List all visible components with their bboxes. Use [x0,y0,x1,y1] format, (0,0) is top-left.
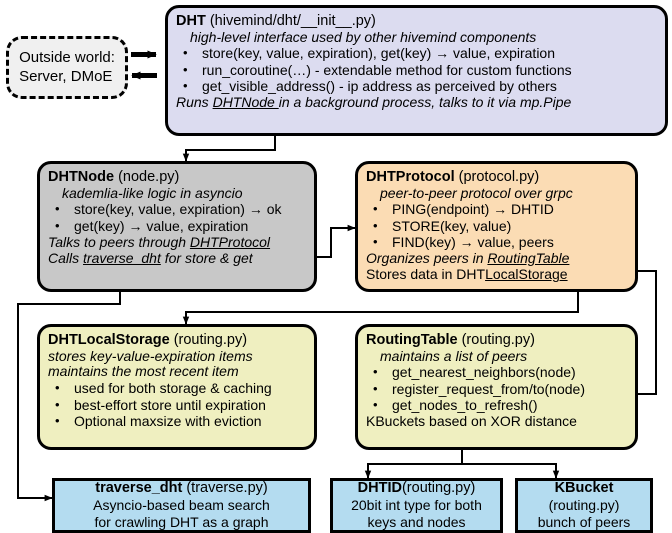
wire-routingtable-to-leaves [364,450,560,479]
localstorage-title: DHTLocalStorage (routing.py) [48,332,306,349]
dhtprotocol-bullets: PING(endpoint) → DHTID STORE(key, value)… [366,201,627,250]
dhtnode-link-traverse-dht[interactable]: traverse_dht [83,250,161,267]
dht-file: (hivemind/dht/__init__.py) [205,13,376,29]
localstorage-subtitle-2: maintains the most recent item [48,363,239,380]
routingtable-name: RoutingTable [366,332,458,348]
routingtable-title: RoutingTable (routing.py) [366,332,627,349]
dht-footer-link-dhtnode[interactable]: DHTNode [212,94,279,111]
kbucket-text: KBucket (routing.py) bunch of peers [538,480,631,531]
node-dhtid: DHTID(routing.py) 20bit int type for bot… [330,478,503,533]
node-dht-node: DHTNode (node.py) kademlia-like logic in… [37,161,317,292]
dhtprotocol-subtitle: peer-to-peer protocol over grpc [380,184,573,201]
kbucket-title: KBucket [538,480,631,497]
dhtprotocol-bullet-0: PING(endpoint) → DHTID [366,201,627,217]
dhtnode-link-dhtprotocol[interactable]: DHTProtocol [189,233,271,250]
dht-subtitle: high-level interface used by other hivem… [190,28,537,45]
node-dht: DHT (hivemind/dht/__init__.py) high-leve… [165,5,668,136]
dhtprotocol-footer-2: Stores data in DHTLocalStorage [366,266,627,282]
localstorage-name: DHTLocalStorage [48,332,170,348]
dhtnode-bullet-0: store(key, value, expiration) → ok [48,201,306,217]
dht-bullet-0: store(key, value, expiration), get(key) … [176,45,657,61]
outside-world-line2: Server, DMoE [19,67,113,85]
dht-bullet-2: get_visible_address() - ip address as pe… [176,78,657,94]
dhtprotocol-footer-1: Organizes peers in RoutingTable [366,250,627,266]
node-kbucket: KBucket (routing.py) bunch of peers [515,478,653,533]
traverse-dht-line3: for crawling DHT as a graph [94,514,269,531]
localstorage-subtitle-1: stores key-value-expiration items [48,347,253,364]
dhtprotocol-bullet-2: FIND(key) → value, peers [366,234,627,250]
dhtnode-name: DHTNode [48,169,115,185]
kbucket-line2: (routing.py) [548,497,620,514]
dhtnode-footer-1-pre: Talks to peers through [48,233,190,250]
traverse-dht-name: traverse_dht [95,480,183,497]
routingtable-bullet-2: get_nodes_to_refresh() [366,397,627,413]
dhtnode-title: DHTNode (node.py) [48,169,306,186]
kbucket-line3: bunch of peers [537,514,631,531]
localstorage-bullet-0: used for both storage & caching [48,380,306,396]
routingtable-bullet-0: get_nearest_neighbors(node) [366,364,627,380]
node-outside-world: Outside world: Server, DMoE [6,36,128,99]
wire-dht-to-dhtnode [182,136,276,162]
outside-world-line1: Outside world: [19,48,115,66]
dhtnode-bullets: store(key, value, expiration) → ok get(k… [48,201,306,233]
traverse-dht-title: traverse_dht (traverse.py) [93,480,270,497]
wire-dhtnode-to-dhtprotocol [313,224,356,258]
localstorage-bullet-2: Optional maxsize with eviction [48,413,306,429]
dhtid-text: DHTID(routing.py) 20bit int type for bot… [351,480,482,531]
node-traverse-dht: traverse_dht (traverse.py) Asyncio-based… [52,478,311,533]
traverse-dht-text: traverse_dht (traverse.py) Asyncio-based… [93,480,270,531]
dhtid-line2: 20bit int type for both [351,497,482,514]
outside-world-text: Outside world: Server, DMoE [19,49,115,87]
dhtid-title: DHTID(routing.py) [351,480,482,497]
traverse-dht-line2: Asyncio-based beam search [93,497,270,514]
dhtprotocol-bullet-1: STORE(key, value) [366,218,627,234]
dhtnode-bullet-1: get(key) → value, expiration [48,218,306,234]
routingtable-subtitle: maintains a list of peers [380,347,528,364]
dhtnode-footer-2-pre: Calls [48,250,84,267]
traverse-dht-file: (traverse.py) [182,480,268,497]
dhtnode-footer-1: Talks to peers through DHTProtocol [48,234,306,250]
dhtprotocol-link-routingtable[interactable]: RoutingTable [487,250,570,267]
dht-name: DHT [176,13,206,29]
dhtnode-footer-2: Calls traverse_dht for store & get [48,250,306,266]
dhtid-name: DHTID [357,480,402,497]
dhtprotocol-link-localstorage[interactable]: LocalStorage [485,266,568,283]
dhtid-line3: keys and nodes [367,514,466,531]
routingtable-footer: KBuckets based on XOR distance [366,413,577,430]
node-dht-protocol: DHTProtocol (protocol.py) peer-to-peer p… [355,161,638,292]
localstorage-bullets: used for both storage & caching best-eff… [48,380,306,429]
dhtprotocol-name: DHTProtocol [366,169,455,185]
node-dht-local-storage: DHTLocalStorage (routing.py) stores key-… [37,324,317,450]
dhtprotocol-footer-1-pre: Organizes peers in [366,250,488,267]
routingtable-bullet-1: register_request_from/to(node) [366,381,627,397]
dhtprotocol-title: DHTProtocol (protocol.py) [366,169,627,186]
kbucket-name: KBucket [554,480,614,497]
dhtprotocol-file: (protocol.py) [454,169,540,185]
node-routing-table: RoutingTable (routing.py) maintains a li… [355,324,638,450]
dhtnode-file: (node.py) [114,169,180,185]
dht-bullets: store(key, value, expiration), get(key) … [176,45,657,94]
dht-bullet-1: run_coroutine(…) - extendable method for… [176,62,657,78]
dht-footer-post: in a background process, talks to it via… [278,94,572,111]
dht-footer: Runs DHTNode in a background process, ta… [176,94,657,110]
localstorage-bullet-1: best-effort store until expiration [48,397,306,413]
dhtid-file: (routing.py) [401,480,476,497]
dhtnode-subtitle: kademlia-like logic in asyncio [62,184,243,201]
localstorage-file: (routing.py) [169,332,248,348]
routingtable-bullets: get_nearest_neighbors(node) register_req… [366,364,627,413]
dhtnode-footer-2-post: for store & get [160,250,253,267]
dht-footer-pre: Runs [176,94,213,111]
dhtprotocol-footer-2-pre: Stores data in DHT [366,266,486,283]
wire-dhtprotocol-to-localstorage [182,288,579,325]
routingtable-file: (routing.py) [457,332,535,348]
dht-title: DHT (hivemind/dht/__init__.py) [176,13,657,30]
wire-outside-to-dht [131,50,157,80]
